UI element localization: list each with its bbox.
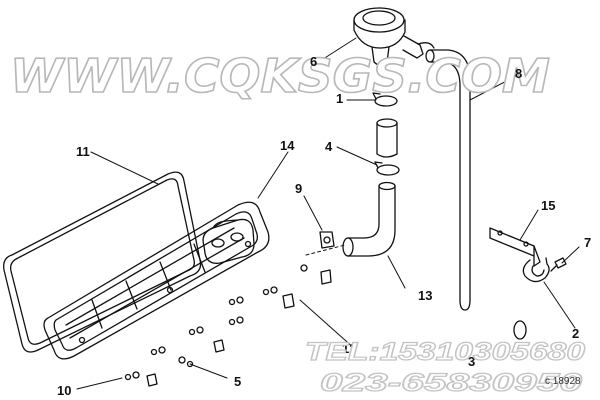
callout-3: 3 <box>468 354 475 369</box>
callout-9: 9 <box>295 181 302 196</box>
callout-10: 10 <box>57 383 71 398</box>
callout-14: 14 <box>280 138 295 153</box>
callout-13: 13 <box>418 288 432 303</box>
callout-5: 5 <box>234 374 241 389</box>
hose-clamp-lower <box>374 161 400 176</box>
fastener-group <box>124 264 332 387</box>
breather-elbow-hose <box>342 181 396 257</box>
support-bracket <box>489 227 541 267</box>
callout-2: 2 <box>572 326 579 341</box>
contact-phone-2: 023-65830950 <box>320 369 582 397</box>
p-clamp <box>522 257 550 283</box>
callout-4: 4 <box>325 139 333 154</box>
hose-clamp-upper <box>372 92 398 107</box>
callout-8: 8 <box>515 66 522 81</box>
callout-12: 12 <box>342 341 356 356</box>
contact-phone: TEL:15310305680 <box>305 338 585 366</box>
callout-15: 15 <box>541 198 555 213</box>
rocker-lever-cover <box>43 201 270 360</box>
crankcase-breather <box>353 7 435 66</box>
hose-connector <box>376 118 398 158</box>
rocker-cover-gasket <box>3 171 202 353</box>
bolt-7 <box>550 257 567 272</box>
breather-tube <box>425 49 471 311</box>
callout-6: 6 <box>310 54 317 69</box>
callout-1: 1 <box>336 91 343 106</box>
leader-lines <box>76 37 580 390</box>
figure-code: c 18928 <box>545 376 581 387</box>
callout-11: 11 <box>76 144 90 159</box>
watermark-text: WWW.CQKSGS.COM <box>10 49 550 103</box>
callout-7: 7 <box>584 235 591 250</box>
tube-clip-9 <box>319 231 335 249</box>
o-ring-seal <box>513 320 527 340</box>
